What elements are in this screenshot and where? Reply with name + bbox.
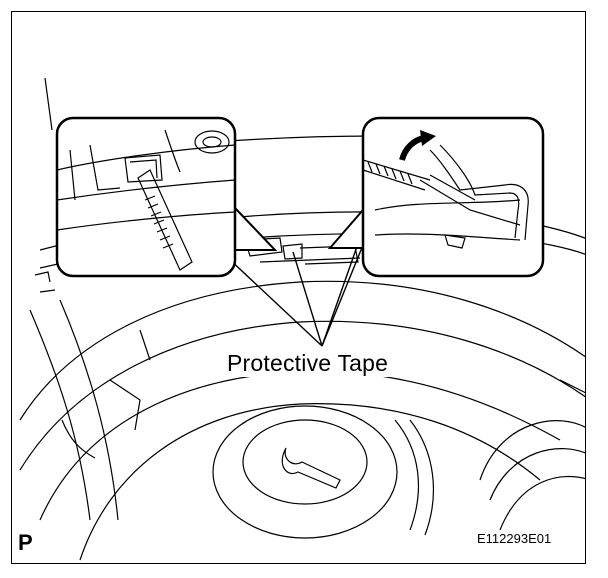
arrow-head-icon [420,130,436,146]
right-detail-inset [327,116,545,278]
protective-tape-callout: Protective Tape [224,350,392,377]
figure-code: E112293E01 [477,531,552,546]
corner-letter: P [18,530,33,555]
left-detail-inset [55,116,278,278]
background-lineart [19,77,585,561]
